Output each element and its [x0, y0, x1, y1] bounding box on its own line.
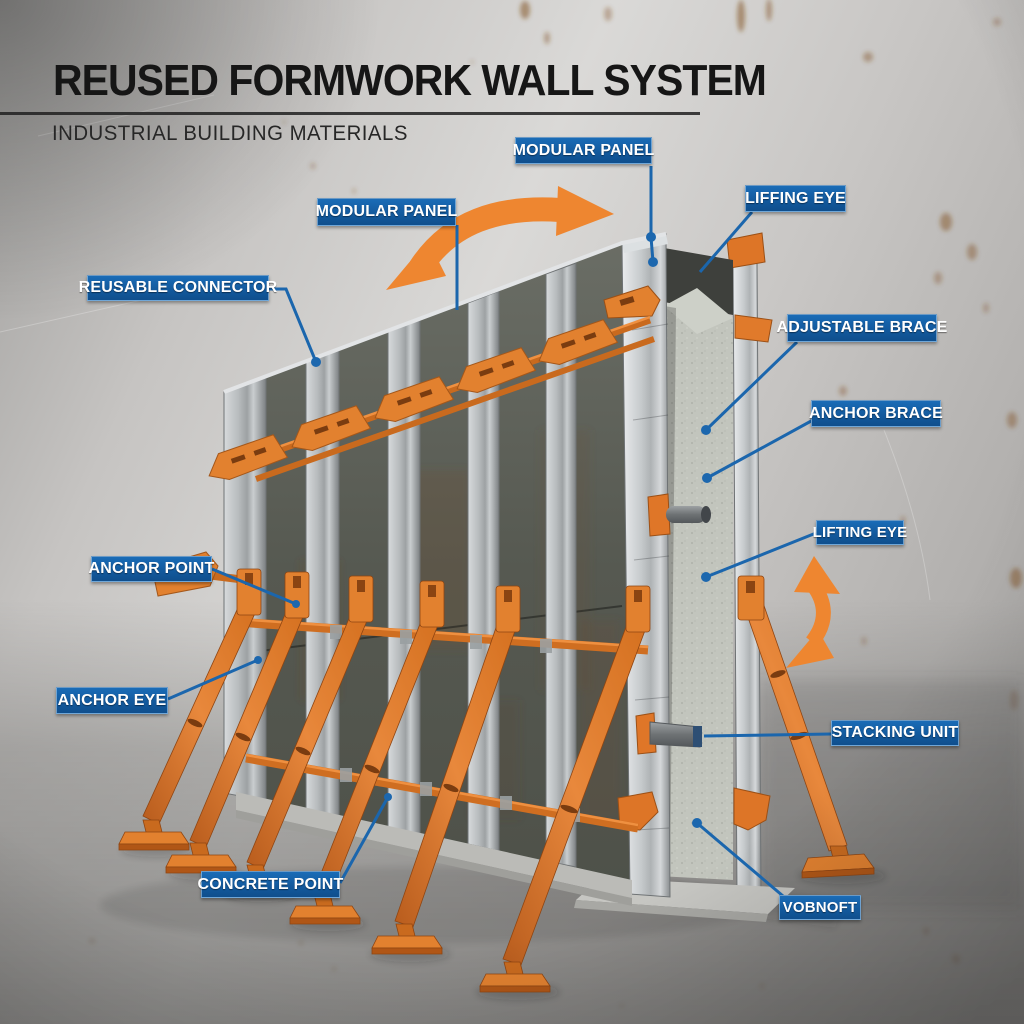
label-anchor-brace: ANCHOR BRACE [809, 400, 943, 427]
label-reusable-connector: REUSABLE CONNECTOR [79, 275, 277, 301]
leader-dots [254, 232, 712, 828]
label-adjustable-brace: ADJUSTABLE BRACE [777, 314, 947, 342]
page-title: REUSED FORMWORK WALL SYSTEM [53, 56, 767, 105]
label-liffing-eye: LIFFING EYE [745, 185, 846, 212]
label-modular-panel-top: MODULAR PANEL [513, 137, 654, 164]
label-anchor-point: ANCHOR POINT [89, 556, 214, 582]
title-underline [0, 112, 700, 115]
label-concrete-point: CONCRETE POINT [198, 871, 343, 898]
label-vobnoft: VOBNOFT [779, 895, 861, 920]
label-lifting-eye: LIFTING EYE [813, 520, 907, 545]
leader-lines [167, 166, 832, 898]
label-stacking-unit: STACKING UNIT [831, 720, 959, 746]
label-anchor-eye: ANCHOR EYE [56, 687, 168, 714]
page-subtitle: INDUSTRIAL BUILDING MATERIALS [52, 122, 408, 145]
label-modular-panel-left: MODULAR PANEL [316, 198, 457, 226]
